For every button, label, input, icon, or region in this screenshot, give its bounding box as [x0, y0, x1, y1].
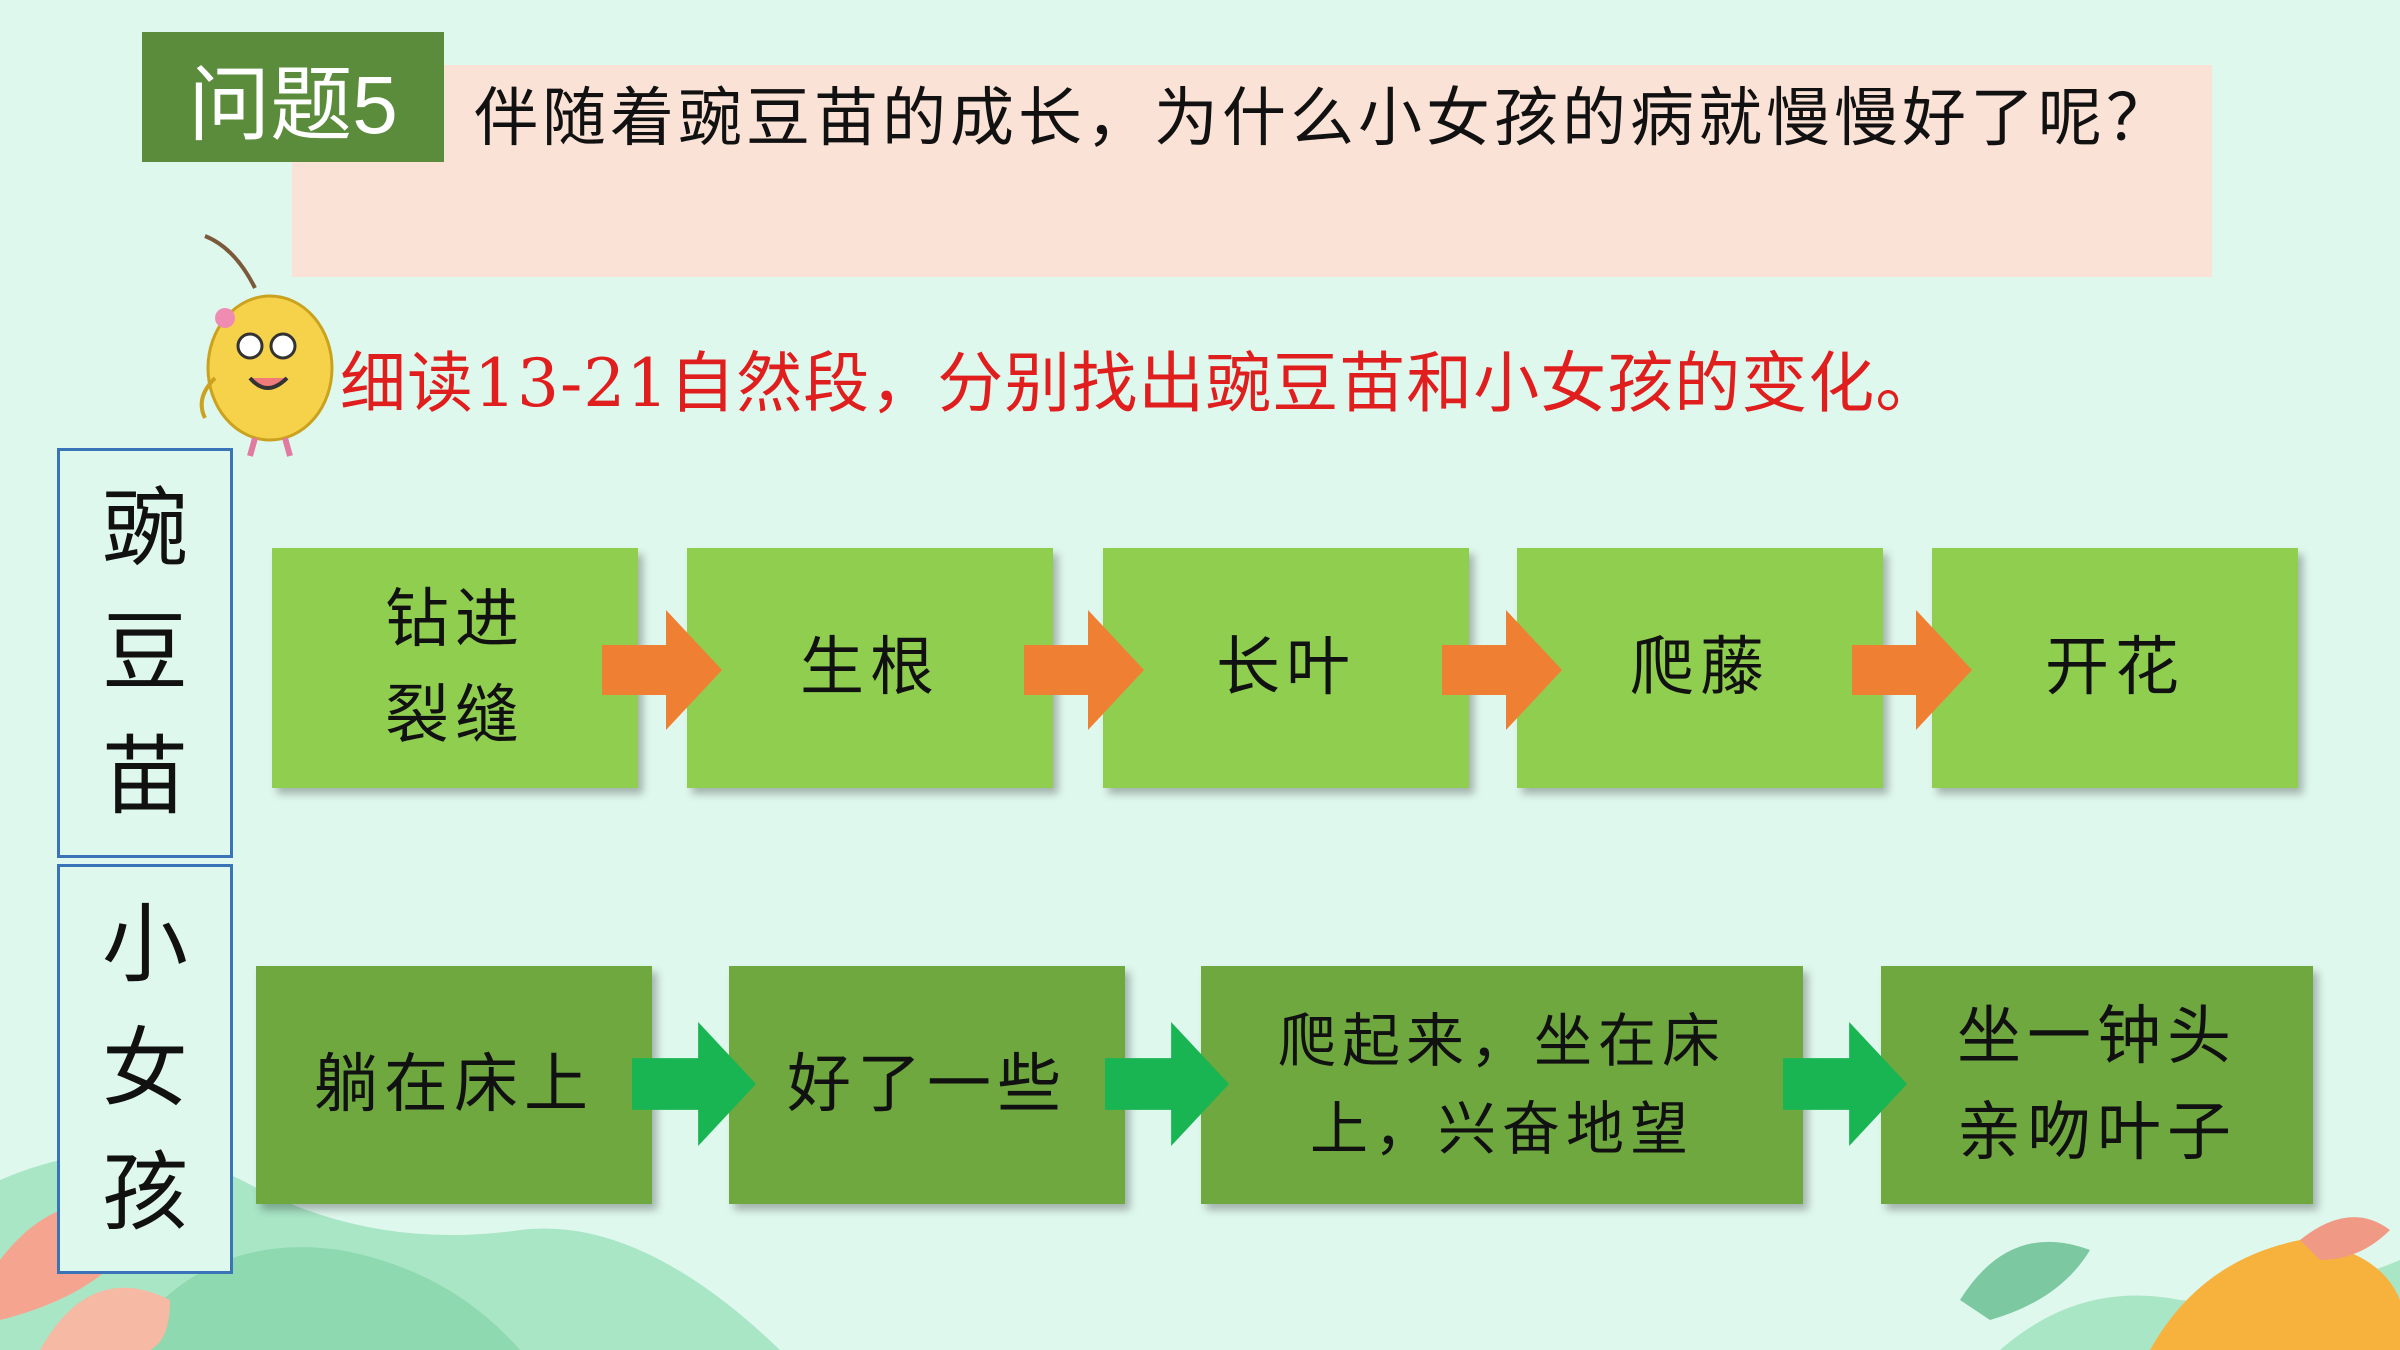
stage-line: 爬起来，坐在床: [1277, 1007, 1726, 1075]
stage-line: 亲吻叶子: [1957, 1096, 2237, 1170]
question-box: [292, 65, 2212, 277]
girl-stage-box: 爬起来，坐在床上，兴奋地望: [1201, 966, 1803, 1204]
pea-stage-box: 爬藤: [1517, 548, 1883, 788]
orange-arrow-icon: [1442, 610, 1562, 730]
pea-label-char: 豆: [102, 603, 188, 703]
green-arrow-icon: [632, 1022, 756, 1146]
pea-stage-box: 钻进裂缝: [272, 548, 638, 788]
girl-label-char: 孩: [102, 1143, 188, 1243]
instruction-text: 细读13-21自然段，分别找出豌豆苗和小女孩的变化。: [340, 345, 1943, 422]
stage-line: 开花: [2045, 631, 2185, 705]
orange-arrow-icon: [1852, 610, 1972, 730]
green-arrow-icon: [1105, 1022, 1229, 1146]
pea-stage-box: 开花: [1932, 548, 2298, 788]
girl-stage-box: 坐一钟头亲吻叶子: [1881, 966, 2313, 1204]
girl-label-char: 小: [102, 895, 188, 995]
girl-label-char: 女: [102, 1019, 188, 1119]
stage-line: 裂缝: [385, 679, 525, 753]
stage-line: 钻进: [385, 583, 525, 657]
orange-arrow-icon: [602, 610, 722, 730]
stage-line: 躺在床上: [314, 1048, 594, 1122]
pea-label-char: 苗: [102, 727, 188, 827]
orange-arrow-icon: [1024, 610, 1144, 730]
pea-stage-box: 生根: [687, 548, 1053, 788]
stage-line: 长叶: [1216, 631, 1356, 705]
green-arrow-icon: [1783, 1022, 1907, 1146]
stage-line: 坐一钟头: [1957, 1000, 2237, 1074]
mascot-icon: [199, 234, 334, 457]
pea-label-char: 豌: [102, 479, 188, 579]
stage-line: 上，兴奋地望: [1309, 1095, 1694, 1163]
stage-line: 爬藤: [1630, 631, 1770, 705]
girl-label: 小 女 孩: [57, 864, 233, 1274]
question-badge: 问题5: [142, 32, 444, 162]
stage-line: 好了一些: [787, 1048, 1067, 1122]
girl-stage-box: 躺在床上: [256, 966, 652, 1204]
pea-stage-box: 长叶: [1103, 548, 1469, 788]
girl-stage-box: 好了一些: [729, 966, 1125, 1204]
question-text: 伴随着豌豆苗的成长，为什么小女孩的病就慢慢好了呢？: [474, 82, 2174, 156]
pea-label: 豌 豆 苗: [57, 448, 233, 858]
stage-line: 生根: [800, 631, 940, 705]
